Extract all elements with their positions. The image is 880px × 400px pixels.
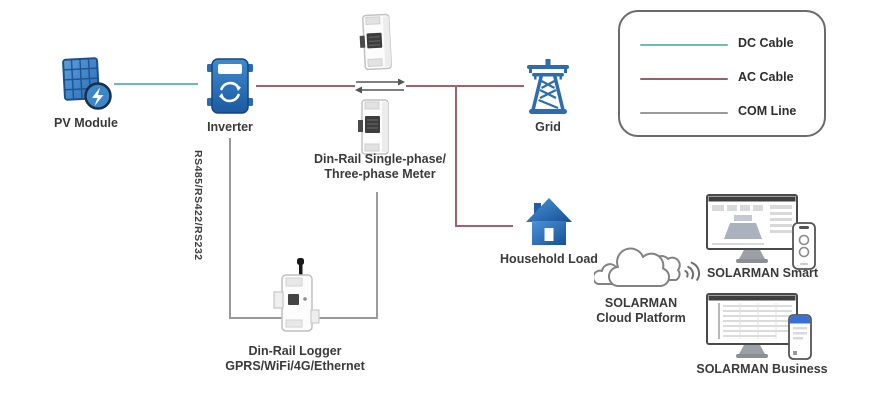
household-load-label: Household Load	[500, 252, 598, 266]
com-line-meter-vertical	[376, 192, 378, 319]
wifi-signal-icon	[684, 261, 701, 281]
smart-monitor-icon	[706, 194, 798, 263]
inverter-label: Inverter	[207, 120, 253, 134]
cloud-label: SOLARMAN Cloud Platform	[596, 296, 686, 325]
dc-cable-legend-label: DC Cable	[738, 36, 794, 50]
legend-item-ac-cable: AC Cable	[620, 70, 824, 84]
legend: DC Cable AC Cable COM Line	[618, 10, 826, 137]
com-line-swatch	[640, 112, 728, 114]
cloud-icon	[594, 247, 681, 288]
legend-item-dc-cable: DC Cable	[620, 36, 824, 50]
com-line-meter-logger	[312, 317, 378, 319]
logger-label: Din-Rail Logger GPRS/WiFi/4G/Ethernet	[225, 344, 365, 373]
com-line-legend-label: COM Line	[738, 104, 797, 118]
business-monitor-icon	[706, 293, 798, 358]
bidirectional-flow-arrows-icon	[355, 78, 405, 94]
grid-label: Grid	[535, 120, 561, 134]
household-load-icon	[526, 198, 572, 245]
ac-cable-branch-household	[455, 225, 513, 227]
meter-label: Din-Rail Single-phase/ Three-phase Meter	[314, 152, 446, 181]
ac-cable-branch-vertical	[455, 85, 457, 227]
smart-phone-icon	[792, 222, 816, 270]
solarman-business-label: SOLARMAN Business	[696, 362, 828, 376]
grid-icon	[527, 59, 569, 114]
meter-bottom-icon	[358, 99, 389, 155]
business-phone-icon	[788, 314, 812, 360]
dc-cable-swatch	[640, 44, 728, 46]
meter-top-icon	[359, 13, 392, 71]
ac-cable-swatch	[640, 78, 728, 80]
pv-module-icon	[62, 57, 112, 110]
ac-cable-inverter-meter	[256, 85, 355, 87]
legend-item-com-line: COM Line	[620, 104, 824, 118]
com-line-inverter-logger	[229, 317, 283, 319]
inverter-icon	[207, 58, 253, 114]
dc-cable-line	[114, 83, 198, 85]
com-line-inverter-vertical	[229, 138, 231, 319]
com-bus-label: RS485/RS422/RS232	[192, 149, 204, 261]
solarman-smart-label: SOLARMAN Smart	[706, 266, 819, 280]
logger-icon	[273, 258, 320, 332]
ac-cable-legend-label: AC Cable	[738, 70, 794, 84]
ac-cable-meter-grid	[406, 85, 524, 87]
pv-module-label: PV Module	[54, 116, 118, 130]
